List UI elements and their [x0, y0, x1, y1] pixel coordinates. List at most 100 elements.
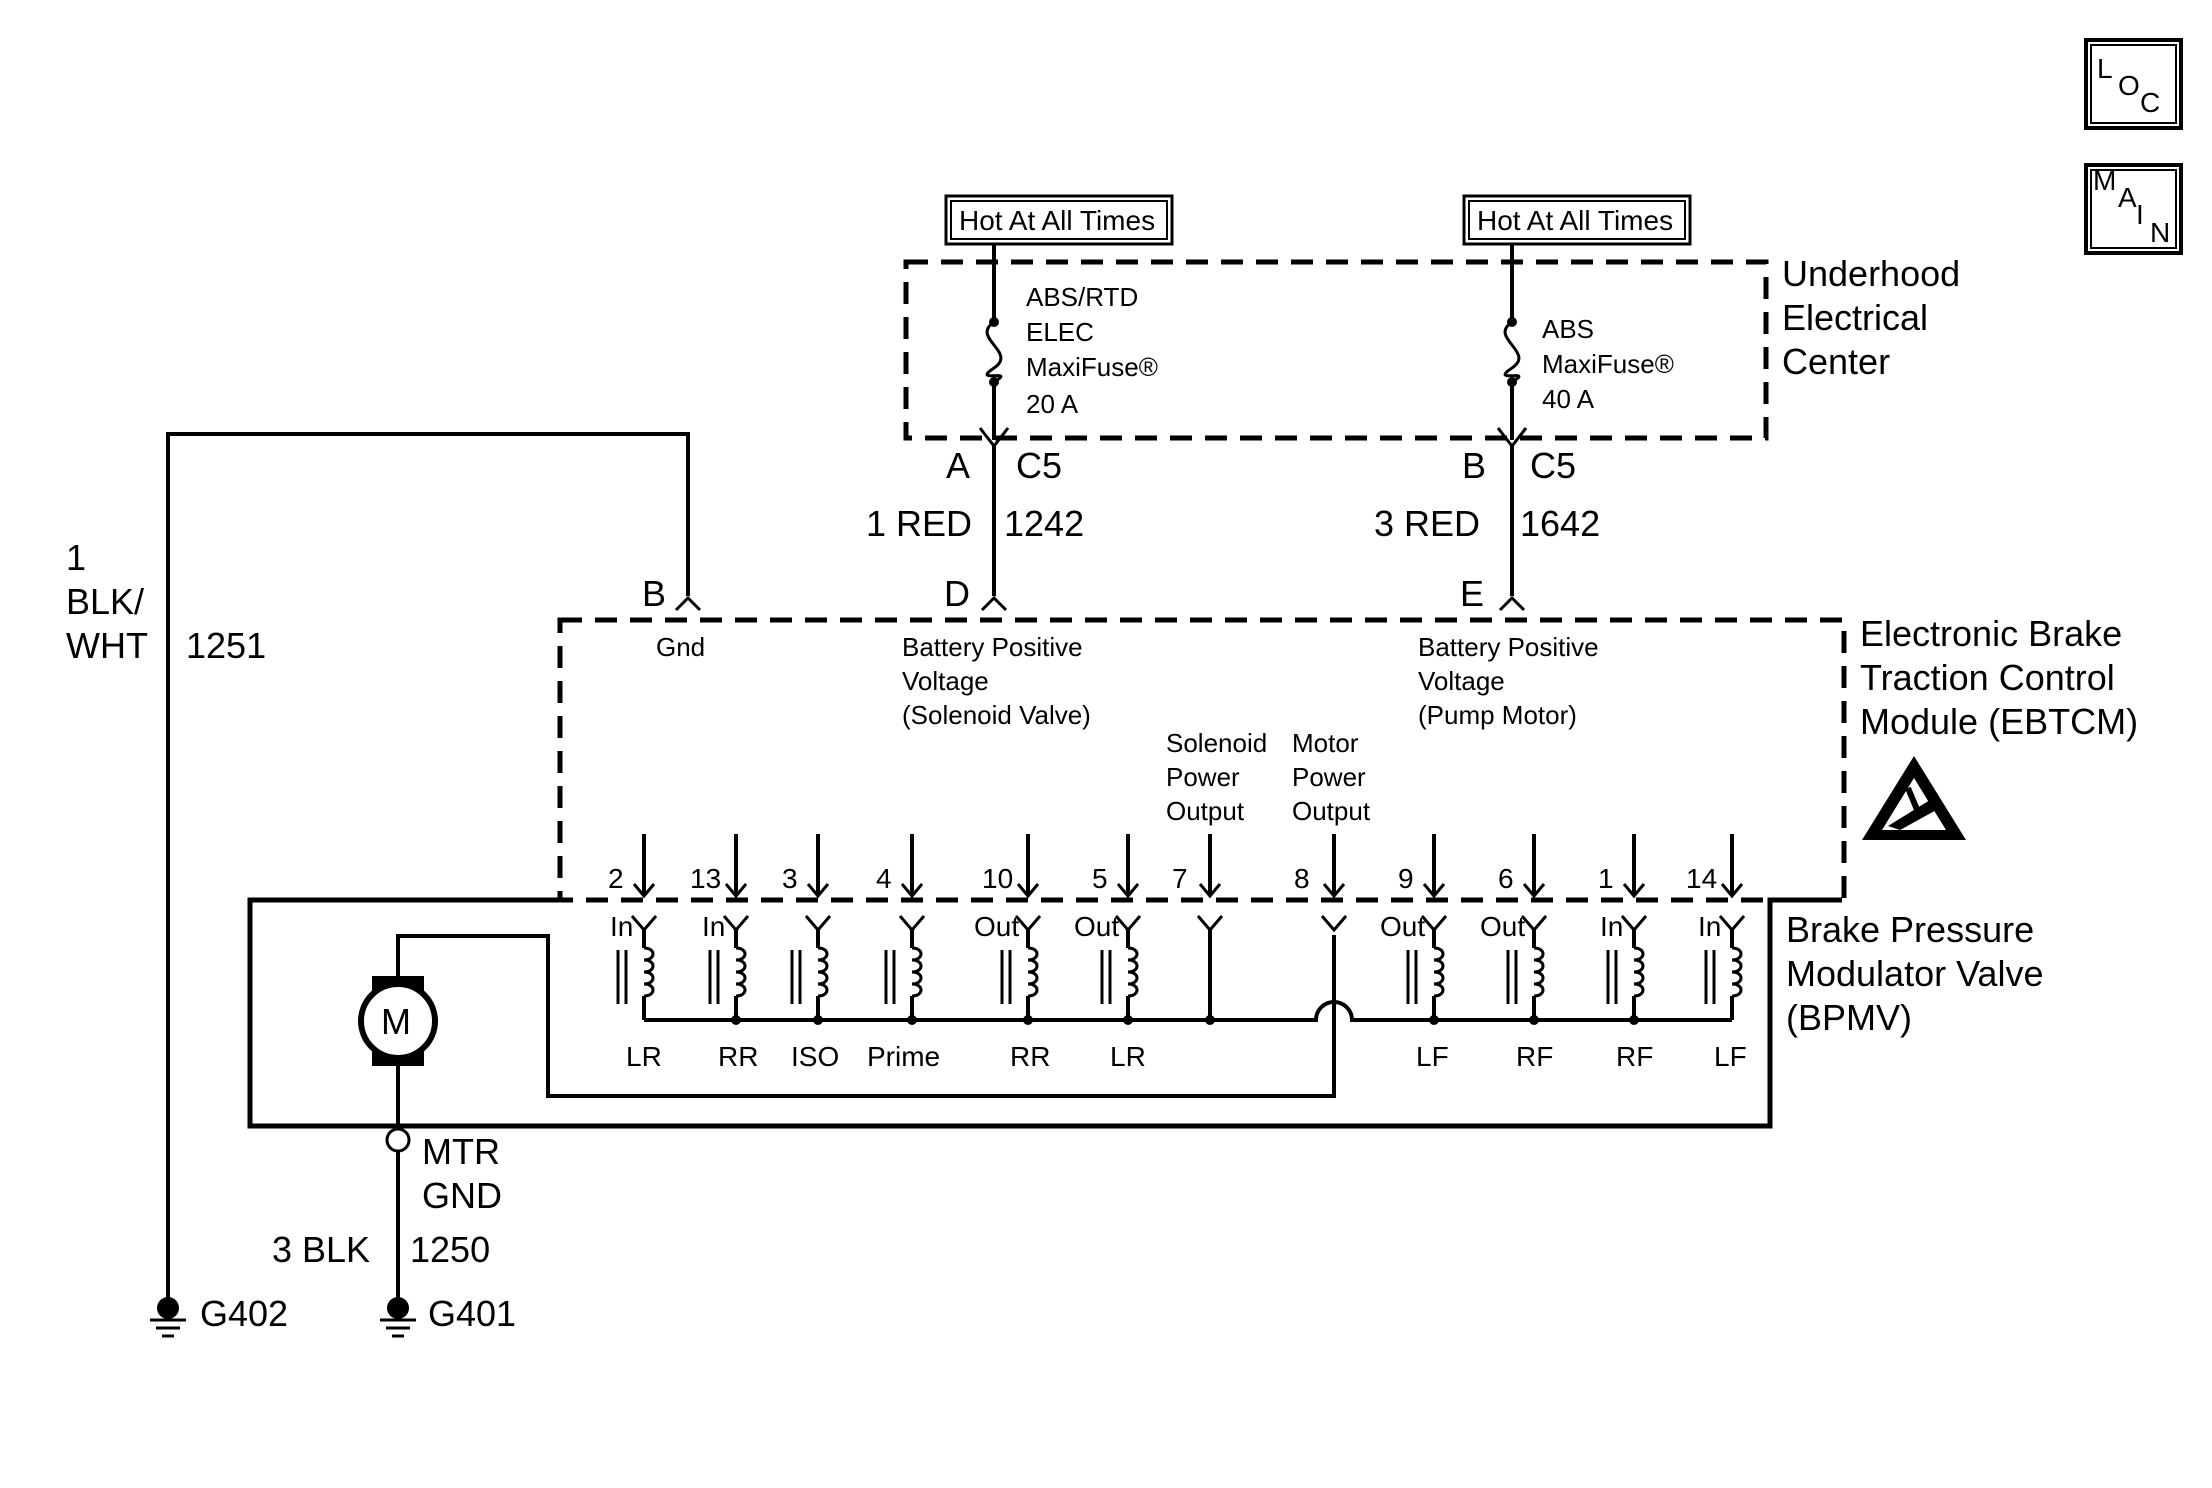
pin-label-7: 7: [1172, 863, 1188, 894]
g402-wire-color-1: BLK/: [66, 581, 144, 622]
mtr-gnd-label-2: GND: [422, 1175, 502, 1216]
maxifuse-20a: [985, 244, 1003, 440]
ebtcm-box: [557, 617, 1847, 903]
pin-label-8: 8: [1294, 863, 1310, 894]
ebtcm-label-3: Module (EBTCM): [1860, 701, 2138, 742]
ebtcm-label-1: Electronic Brake: [1860, 613, 2122, 654]
wire-color-1642: 3 RED: [1374, 503, 1480, 544]
underhood-center-box: [903, 259, 1769, 441]
solenoid-type-label: In: [610, 911, 633, 942]
solenoid-output-pin-7: [1196, 834, 1224, 1025]
main-letter-m: M: [2093, 165, 2116, 196]
pin-label-1: 1: [1598, 863, 1614, 894]
g401-wire-color: 3 BLK: [272, 1229, 370, 1270]
wheel-label: RF: [1616, 1041, 1653, 1072]
pin-label-5: 5: [1092, 863, 1108, 894]
batt-sol-label-1: Battery Positive: [902, 632, 1083, 662]
bpmv-box: [247, 897, 1842, 1129]
motor-symbol: M: [381, 1001, 411, 1042]
pin-label-9: 9: [1398, 863, 1414, 894]
loc-letter-l: L: [2097, 53, 2113, 84]
fuse1-line2: ELEC: [1026, 317, 1094, 347]
pin-label-2: 2: [608, 863, 624, 894]
main-button[interactable]: M A I N: [2084, 163, 2183, 255]
maxifuse-40a: [1503, 244, 1521, 440]
pin-label-6: 6: [1498, 863, 1514, 894]
solenoid-output-label-3: Output: [1166, 796, 1245, 826]
solenoid-type-label: In: [702, 911, 725, 942]
loc-letter-c: C: [2140, 87, 2160, 118]
hot-label-1: Hot At All Times: [944, 194, 1174, 246]
solenoid-group: 2InLR13InRR3ISO4Prime10OutRR5OutLR9OutLF…: [608, 834, 1747, 1072]
fuse2-line3: 40 A: [1542, 384, 1595, 414]
module-pin-d: D: [944, 573, 970, 614]
underhood-label-1: Underhood: [1782, 253, 1960, 294]
wheel-label: LF: [1714, 1041, 1747, 1072]
esd-warning-icon: [1862, 756, 1966, 840]
solenoid-output-label-2: Power: [1166, 762, 1240, 792]
main-letter-n: N: [2150, 217, 2170, 248]
circuit-1642: 1642: [1520, 503, 1600, 544]
hot-label-2: Hot At All Times: [1462, 194, 1692, 246]
motor-output-pin-8: [1320, 834, 1348, 933]
solenoid-type-label: Out: [1074, 911, 1119, 942]
fuse1-line1: ABS/RTD: [1026, 282, 1138, 312]
fuse2-line1: ABS: [1542, 314, 1594, 344]
motor-output-label-1: Motor: [1292, 728, 1359, 758]
batt-sol-label-2: Voltage: [902, 666, 989, 696]
solenoid-type-label: Out: [974, 911, 1019, 942]
svg-text:Hot At All Times: Hot At All Times: [1477, 205, 1673, 236]
pump-motor: [358, 934, 1336, 1302]
solenoid-common-bus: [644, 1000, 1732, 1022]
wheel-label: LR: [1110, 1041, 1146, 1072]
underhood-label-3: Center: [1782, 341, 1890, 382]
pin-label-14: 14: [1686, 863, 1717, 894]
g402-wire-color-2: WHT: [66, 625, 148, 666]
wheel-label: ISO: [791, 1041, 839, 1072]
wheel-label: RR: [1010, 1041, 1050, 1072]
wheel-label: Prime: [867, 1041, 940, 1072]
batt-pump-label-1: Battery Positive: [1418, 632, 1599, 662]
pin-label-3: 3: [782, 863, 798, 894]
ground-g401-icon: [380, 1297, 416, 1338]
pin-label-10: 10: [982, 863, 1013, 894]
pin-label-4: 4: [876, 863, 892, 894]
solenoid-type-label: Out: [1480, 911, 1525, 942]
svg-text:Hot At All Times: Hot At All Times: [959, 205, 1155, 236]
c5-pin-b: B: [1462, 445, 1486, 486]
bpmv-label-1: Brake Pressure: [1786, 909, 2034, 950]
g402-label: G402: [200, 1293, 288, 1334]
pin-label-13: 13: [690, 863, 721, 894]
loc-button[interactable]: L O C: [2084, 38, 2183, 130]
wheel-label: RF: [1516, 1041, 1553, 1072]
g402-circuit: 1251: [186, 625, 266, 666]
main-letter-i: I: [2136, 199, 2144, 230]
solenoid-type-label: In: [1600, 911, 1623, 942]
solenoid-output-label-1: Solenoid: [1166, 728, 1267, 758]
wheel-label: LF: [1416, 1041, 1449, 1072]
c5-label-a: C5: [1016, 445, 1062, 486]
fuse1-line3: MaxiFuse®: [1026, 352, 1158, 382]
mtr-gnd-label-1: MTR: [422, 1131, 500, 1172]
c5-connector-a: [978, 427, 1010, 612]
fuse1-line4: 20 A: [1026, 389, 1079, 419]
fuse2-line2: MaxiFuse®: [1542, 349, 1674, 379]
wheel-label: RR: [718, 1041, 758, 1072]
g402-wire-gauge: 1: [66, 537, 86, 578]
c5-pin-a: A: [946, 445, 970, 486]
g401-label: G401: [428, 1293, 516, 1334]
module-pin-e: E: [1460, 573, 1484, 614]
main-letter-a: A: [2118, 182, 2137, 213]
solenoid-type-label: Out: [1380, 911, 1425, 942]
